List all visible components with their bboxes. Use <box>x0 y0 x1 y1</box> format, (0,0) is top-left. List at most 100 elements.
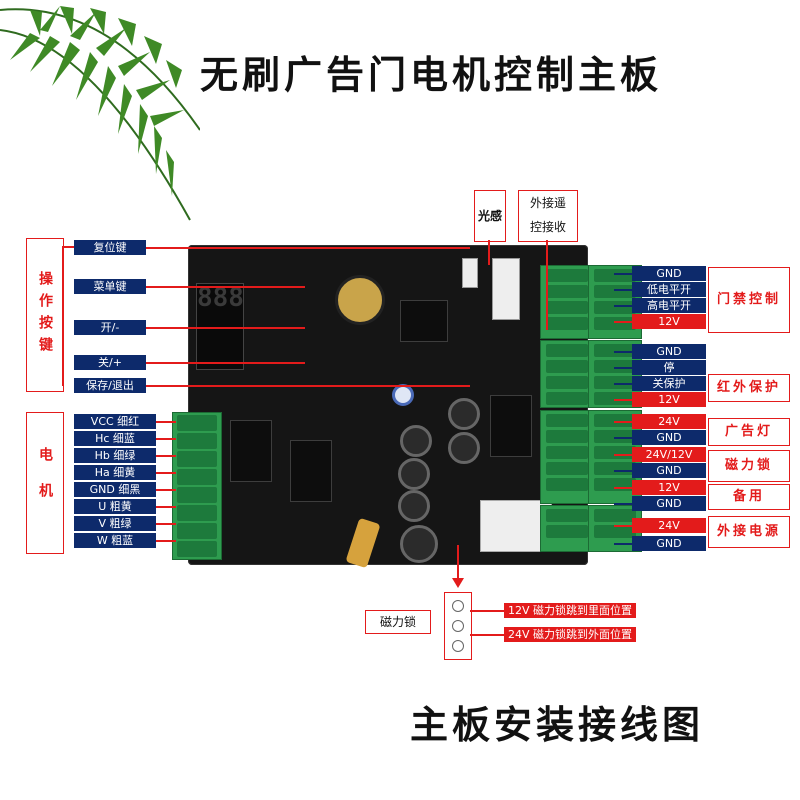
button-leader-1 <box>146 286 305 288</box>
terminal-label-2: 高电平开 <box>632 298 706 313</box>
motor-wire-label-5: U 粗黄 <box>74 499 156 514</box>
motor-terminal-block <box>172 412 222 560</box>
remote-receiver-line1: 外接遥 <box>529 196 566 210</box>
terminal-label-5: 停 <box>632 360 706 375</box>
terminal-leader-7 <box>614 399 632 401</box>
terminal-leader-11 <box>614 470 632 472</box>
terminal-label-13: GND <box>632 496 706 511</box>
motor-wire-leader-2 <box>156 455 176 457</box>
button-label-0: 复位键 <box>74 240 146 255</box>
button-group-label: 操作按键 <box>26 238 64 392</box>
button-label-4: 保存/退出 <box>74 378 146 393</box>
terminal-leader-0 <box>614 273 632 275</box>
motor-wire-label-0: VCC 细红 <box>74 414 156 429</box>
motor-group-text: 电机 <box>37 447 53 519</box>
motor-wire-label-4: GND 细黑 <box>74 482 156 497</box>
terminal-label-9: GND <box>632 430 706 445</box>
terminal-label-12: 12V <box>632 480 706 495</box>
remote-receiver-label: 外接遥 控接收 <box>518 190 578 242</box>
terminal-label-10: 24V/12V <box>632 447 706 462</box>
terminal-group-text-1: 红外保护 <box>716 380 781 395</box>
jumper-connector-12v <box>470 610 504 612</box>
terminal-label-3: 12V <box>632 314 706 329</box>
leader-remote <box>546 240 548 330</box>
terminal-leader-6 <box>614 383 632 385</box>
button-leader-3 <box>146 362 305 364</box>
motor-wire-leader-0 <box>156 421 176 423</box>
buzzer <box>335 275 385 325</box>
terminal-block-2 <box>540 340 594 408</box>
motor-wire-label-6: V 粗绿 <box>74 516 156 531</box>
terminal-leader-2 <box>614 305 632 307</box>
terminal-group-label-0: 门禁控制 <box>708 267 790 333</box>
button-label-2: 开/- <box>74 320 146 335</box>
terminal-block-1 <box>540 265 594 339</box>
palm-leaf-decoration <box>0 6 200 221</box>
capacitor-4 <box>398 458 430 490</box>
motor-wire-leader-5 <box>156 506 176 508</box>
chip-main <box>400 300 448 342</box>
terminal-leader-13 <box>614 503 632 505</box>
mosfet-array <box>490 395 532 457</box>
terminal-leader-1 <box>614 289 632 291</box>
seven-segment-display: 888 <box>196 283 244 370</box>
light-sensor-label: 光感 <box>474 190 506 242</box>
terminal-group-text-4: 备用 <box>732 489 765 504</box>
remote-receiver-line2: 控接收 <box>529 220 566 234</box>
jumper-arrow <box>452 578 464 588</box>
page-subtitle: 主板安装接线图 <box>410 703 705 747</box>
button-group-bracket <box>62 246 64 386</box>
terminal-leader-9 <box>614 437 632 439</box>
terminal-leader-14 <box>614 525 632 527</box>
jumper-option-24v: 24V 磁力锁跳到外面位置 <box>504 627 637 642</box>
terminal-group-text-2: 广告灯 <box>724 424 773 439</box>
remote-header <box>492 258 520 320</box>
jumper-title: 磁力锁 <box>379 615 416 629</box>
terminal-group-label-5: 外接电源 <box>708 516 790 548</box>
button-leader-2 <box>146 327 305 329</box>
chip-driver-2 <box>290 440 332 502</box>
button-group-text: 操作按键 <box>37 271 53 359</box>
jumper-pin-1 <box>452 600 464 612</box>
leader-light-sensor <box>488 240 490 265</box>
terminal-group-text-3: 磁力锁 <box>724 458 773 473</box>
chip-driver <box>230 420 272 482</box>
button-group-connector <box>62 246 74 248</box>
terminal-leader-15 <box>614 543 632 545</box>
terminal-group-text-0: 门禁控制 <box>716 292 781 307</box>
terminal-group-label-4: 备用 <box>708 484 790 510</box>
capacitor-5 <box>398 490 430 522</box>
motor-wire-label-7: W 粗蓝 <box>74 533 156 548</box>
terminal-label-15: GND <box>632 536 706 551</box>
terminal-block-3 <box>540 410 594 504</box>
motor-wire-leader-7 <box>156 540 176 542</box>
motor-wire-leader-4 <box>156 489 176 491</box>
terminal-label-7: 12V <box>632 392 706 407</box>
button-label-1: 菜单键 <box>74 279 146 294</box>
terminal-group-text-5: 外接电源 <box>716 524 781 539</box>
light-sensor-text: 光感 <box>477 209 502 223</box>
display-digits: 888 <box>197 283 244 313</box>
jumper-option-12v: 12V 磁力锁跳到里面位置 <box>504 603 637 618</box>
terminal-label-14: 24V <box>632 518 706 533</box>
page-title: 无刷广告门电机控制主板 <box>200 53 663 97</box>
terminal-block-4 <box>540 505 594 552</box>
terminal-leader-10 <box>614 454 632 456</box>
terminal-group-label-2: 广告灯 <box>708 418 790 446</box>
motor-wire-label-2: Hb 细绿 <box>74 448 156 463</box>
terminal-label-6: 关保护 <box>632 376 706 391</box>
motor-wire-label-3: Ha 细黄 <box>74 465 156 480</box>
capacitor-3 <box>400 425 432 457</box>
capacitor-2 <box>448 432 480 464</box>
jumper-connector-24v <box>470 634 504 636</box>
capacitor-7 <box>392 384 414 406</box>
terminal-label-4: GND <box>632 344 706 359</box>
motor-wire-leader-6 <box>156 523 176 525</box>
jumper-pin-3 <box>452 640 464 652</box>
motor-wire-leader-1 <box>156 438 176 440</box>
button-leader-0 <box>146 247 380 249</box>
terminal-leader-3 <box>614 321 632 323</box>
terminal-label-8: 24V <box>632 414 706 429</box>
terminal-leader-12 <box>614 487 632 489</box>
jumper-header <box>444 592 472 660</box>
